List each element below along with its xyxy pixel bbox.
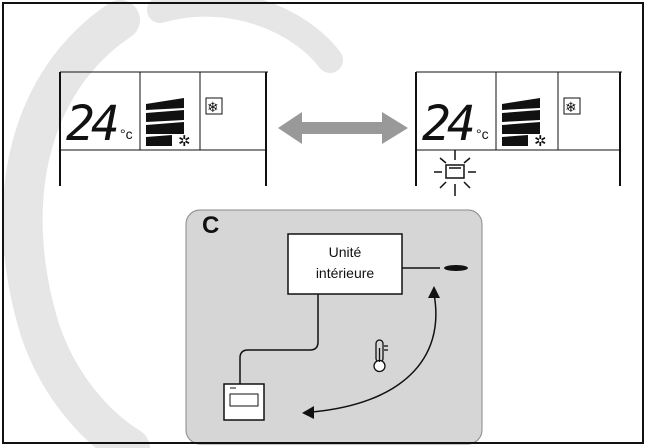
- temperature-right: 24: [422, 96, 476, 152]
- fan-speed-bars-right: [502, 98, 540, 146]
- indoor-unit-label-line1: Unité: [328, 244, 362, 260]
- fan-speed-bars: [146, 98, 184, 146]
- display-left: ✲ ❄: [59, 71, 268, 186]
- watermark: [2, 0, 343, 448]
- svg-text:❄: ❄: [565, 99, 577, 115]
- thermometer-icon: [373, 339, 388, 373]
- outer-frame: [2, 2, 644, 444]
- indoor-unit-box: [287, 233, 403, 295]
- snowflake-icon-right: [563, 97, 581, 115]
- svg-text:❄: ❄: [207, 99, 219, 115]
- display-right: ✲ ❄: [415, 71, 622, 196]
- temperature-unit-right: °c: [476, 126, 489, 142]
- fan-icon-right: ✲: [534, 133, 547, 150]
- double-arrow-icon: [278, 112, 408, 144]
- remote-controller-icon: [223, 383, 265, 421]
- filter-icon: [434, 150, 476, 196]
- temperature-unit-left: °c: [120, 126, 133, 142]
- sensor-probe: [444, 265, 468, 271]
- temperature-left: 24: [66, 96, 120, 152]
- panel-label: C: [202, 212, 220, 239]
- panel-c: [185, 209, 483, 445]
- fan-icon: ✲: [178, 133, 191, 150]
- remote-cable: [239, 294, 319, 384]
- indoor-unit-label-line2: intérieure: [315, 265, 375, 281]
- air-flow-arrow: [311, 293, 437, 413]
- snowflake-icon: [205, 97, 223, 115]
